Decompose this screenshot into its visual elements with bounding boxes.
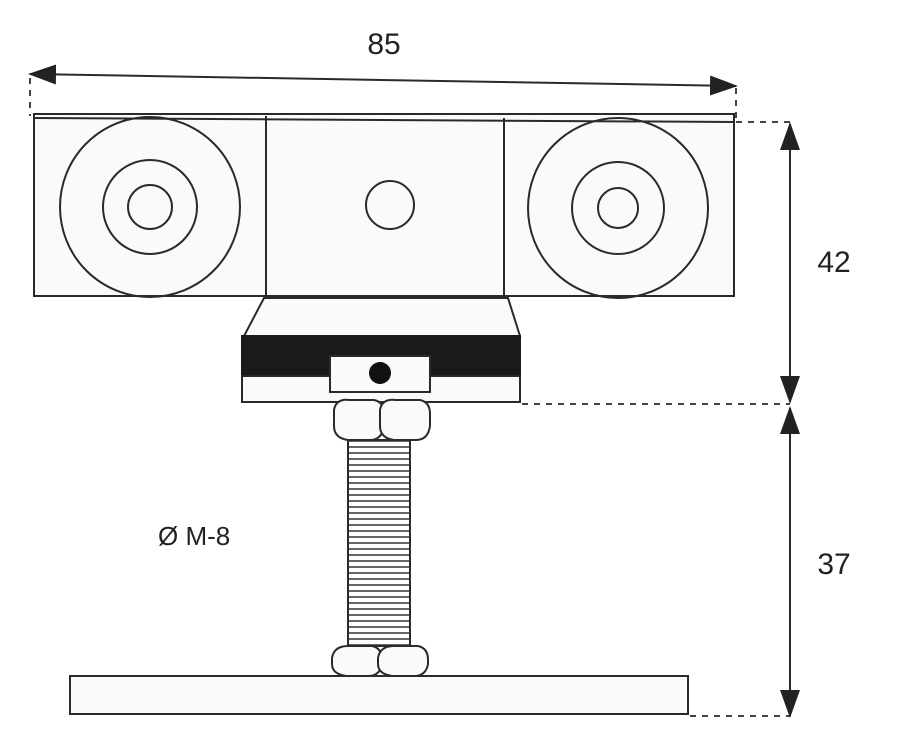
bracket-screw [369,362,391,384]
carriage-body [33,113,735,297]
base-plate [69,675,689,715]
mounting-bracket [241,297,522,403]
center-pivot-hole [365,180,415,230]
upper-nuts [333,398,431,441]
left-wheel [59,116,241,298]
width-dimension: 85 [28,28,738,118]
right-wheel [527,117,709,299]
lower-nuts [331,645,429,677]
thread-spec-label: Ø M-8 [158,521,230,551]
threaded-rod [347,439,411,647]
lower-height-label: 37 [817,548,850,581]
width-dimension-label: 85 [367,28,400,61]
height-dimensions: 42 37 [522,121,851,718]
upper-height-label: 42 [817,246,850,279]
